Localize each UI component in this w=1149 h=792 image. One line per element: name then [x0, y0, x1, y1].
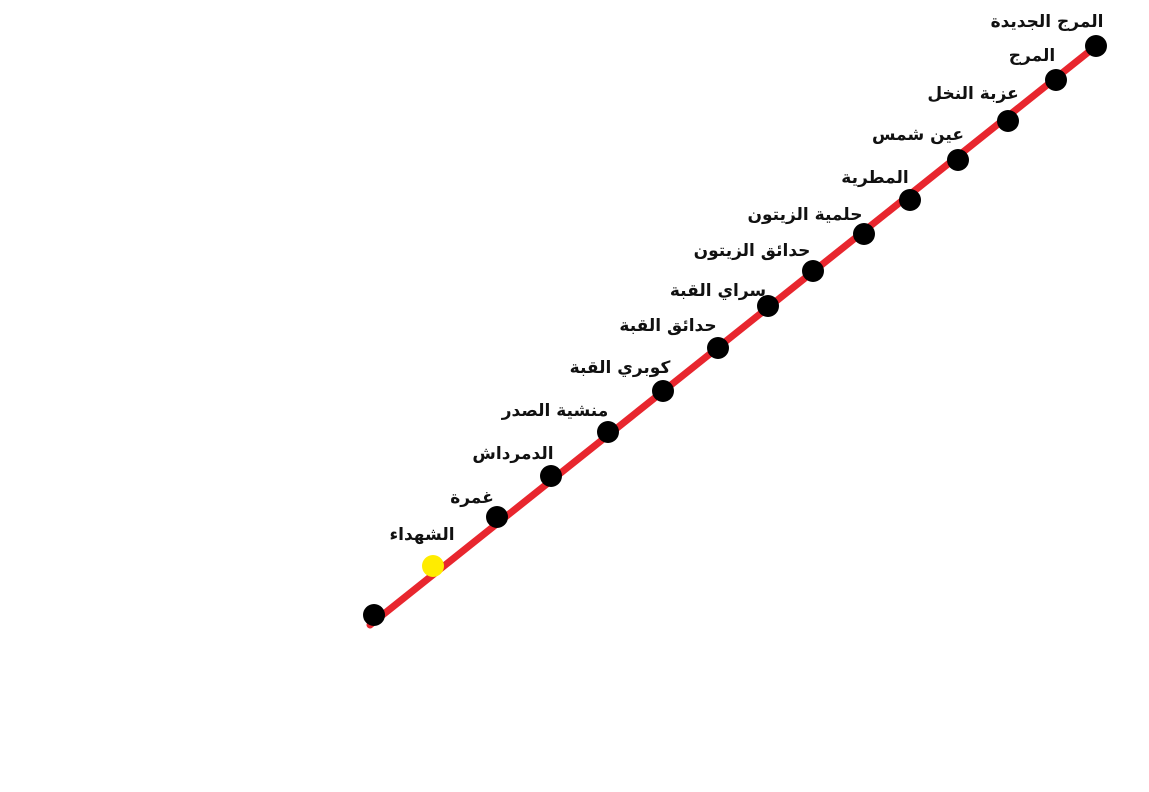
station-labels-layer: الشهداء غمرة الدمرداش منشية الصدر كوبري القب…	[389, 12, 1103, 545]
station-label: عزبة النخل	[927, 84, 1018, 104]
station-marker[interactable]	[899, 189, 921, 211]
station-marker-highlighted[interactable]	[422, 555, 444, 577]
station-marker[interactable]	[853, 223, 875, 245]
station-label: المرج	[1009, 46, 1055, 66]
station-marker[interactable]	[947, 149, 969, 171]
metro-line-route	[366, 42, 1100, 629]
station-marker[interactable]	[802, 260, 824, 282]
station-marker[interactable]	[707, 337, 729, 359]
station-label: حلمية الزيتون	[747, 205, 862, 225]
station-label: منشية الصدر	[501, 401, 609, 421]
station-marker[interactable]	[997, 110, 1019, 132]
station-label: الدمرداش	[472, 444, 553, 464]
station-label: كوبري القبة	[570, 358, 671, 378]
station-marker[interactable]	[486, 506, 508, 528]
station-marker[interactable]	[1045, 69, 1067, 91]
station-label: المطرية	[841, 168, 908, 188]
station-label: سراي القبة	[670, 281, 766, 301]
station-label: حدائق القبة	[619, 316, 716, 336]
station-marker[interactable]	[363, 604, 385, 626]
station-marker[interactable]	[757, 295, 779, 317]
station-marker[interactable]	[652, 380, 674, 402]
station-marker[interactable]	[1085, 35, 1107, 57]
station-label: غمرة	[450, 488, 494, 508]
station-marker[interactable]	[597, 421, 619, 443]
station-label: الشهداء	[389, 525, 454, 545]
station-marker[interactable]	[540, 465, 562, 487]
station-label: عين شمس	[872, 125, 964, 145]
station-label: المرج الجديدة	[991, 12, 1104, 32]
stations-layer	[363, 35, 1107, 626]
station-label: حدائق الزيتون	[694, 241, 811, 261]
